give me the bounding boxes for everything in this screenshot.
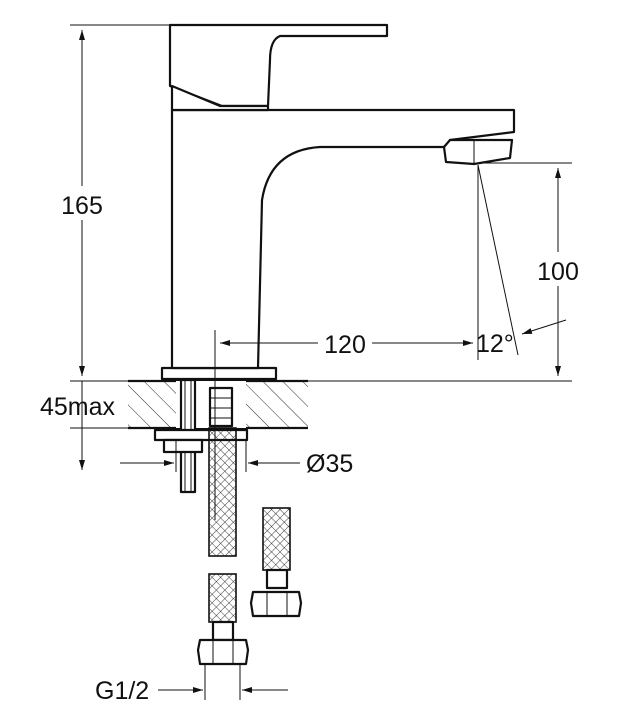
- label-background: [56, 186, 108, 220]
- hose-left-collar: [211, 620, 235, 642]
- dim-label-angle: 12°: [476, 330, 514, 358]
- hose-right: [262, 507, 291, 571]
- dimension-total-height: 165: [56, 24, 170, 382]
- dim-label-120: 120: [324, 331, 366, 359]
- hose-fitting: [208, 386, 234, 428]
- faucet-base-plate: [160, 366, 278, 381]
- dimension-spout-angle: 12°: [476, 164, 567, 358]
- dimension-connection-thread: G1/2: [95, 664, 288, 705]
- spout-aerator: [442, 138, 514, 166]
- hose-left-upper: [208, 427, 237, 557]
- angle-arrow: [521, 319, 567, 335]
- flexible-hoses: [196, 427, 303, 666]
- dimension-spout-height: 100: [308, 162, 584, 382]
- dim-label-45max: 45max: [40, 393, 116, 421]
- faucet-lever-cap: [168, 23, 389, 108]
- dim-label-thread: G1/2: [95, 677, 149, 705]
- faucet-spout: [170, 108, 516, 370]
- faucet-body: [160, 23, 516, 381]
- label-background: [318, 326, 372, 360]
- dimension-hole-diameter: Ø35: [120, 440, 353, 478]
- hose-right-collar: [265, 568, 289, 590]
- label-background: [532, 252, 584, 286]
- hose-right-nut: [249, 590, 303, 618]
- dimension-spout-reach: 120: [214, 165, 479, 520]
- dim-label-165: 165: [61, 192, 103, 220]
- faucet-lever-base: [170, 84, 270, 112]
- hose-left-lower: [208, 573, 237, 623]
- angle-line: [477, 164, 519, 356]
- dim-label-100: 100: [537, 258, 579, 286]
- hose-left-nut: [196, 638, 250, 666]
- mounting-nut: [162, 438, 204, 454]
- dim-label-diameter: Ø35: [306, 450, 353, 478]
- dimension-counter-thickness: 45max: [40, 380, 128, 470]
